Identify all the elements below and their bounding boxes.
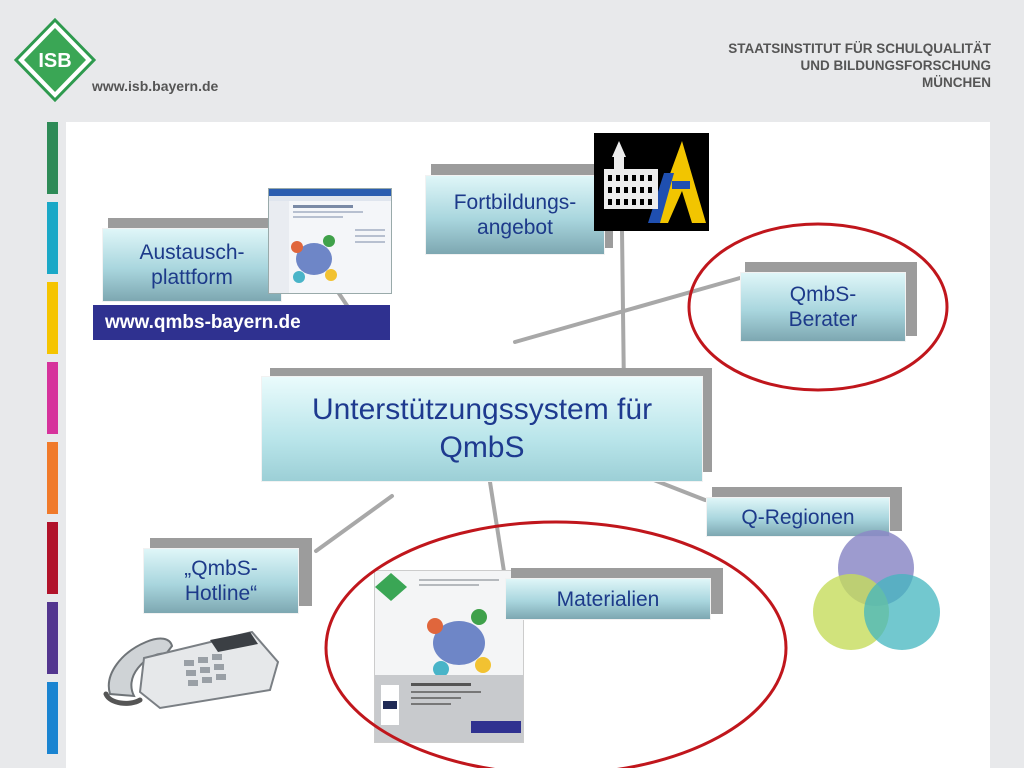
institute-line: STAATSINSTITUT FÜR SCHULQUALITÄT: [728, 41, 991, 56]
stripe-segment: [47, 282, 58, 354]
fortbildung-box: Fortbildungs-angebot: [425, 175, 605, 255]
berater-line: QmbS-: [789, 283, 857, 306]
institute-name: STAATSINSTITUT FÜR SCHULQUALITÄT UND BIL…: [571, 40, 991, 91]
berater-box: QmbS-Berater: [740, 272, 906, 342]
center-line: Unterstützungssystem für: [311, 393, 653, 426]
handbook-cover: [374, 570, 524, 743]
austausch-line: plattform: [151, 266, 233, 289]
stripe-segment: [47, 442, 58, 514]
stripe-segment: [47, 522, 58, 594]
venn-diagram: [813, 530, 940, 650]
stripe-segment: [47, 202, 58, 274]
materialien-box: Materialien: [505, 578, 711, 620]
stripe-segment: [47, 682, 58, 754]
materialien-label: Materialien: [556, 587, 660, 611]
austausch-box: Austausch-plattform: [102, 228, 282, 302]
website-screenshot: [268, 188, 392, 294]
isb-logo: ISB: [14, 18, 96, 102]
platform-url[interactable]: www.qmbs-bayern.de: [93, 305, 390, 340]
fortbildung-line: angebot: [477, 216, 553, 239]
institute-line: MÜNCHEN: [922, 75, 991, 90]
stripe-segment: [47, 602, 58, 674]
stripe-segment: [47, 122, 58, 194]
hotline-box: „QmbS-Hotline“: [143, 548, 299, 614]
regionen-label: Q-Regionen: [741, 505, 855, 529]
hotline-line: Hotline“: [184, 582, 258, 605]
telephone-icon: [103, 630, 280, 710]
austausch-line: Austausch-: [139, 241, 245, 264]
center-line: QmbS: [439, 431, 525, 464]
fortbildung-line: Fortbildungs-: [453, 191, 577, 214]
isb-logo-text: ISB: [38, 50, 71, 72]
stripe-segment: [47, 362, 58, 434]
site-url[interactable]: www.isb.bayern.de: [92, 78, 219, 94]
berater-line: Berater: [788, 308, 858, 331]
institute-line: UND BILDUNGSFORSCHUNG: [800, 58, 992, 73]
academy-emblem: [594, 133, 709, 231]
hotline-line: „QmbS-: [184, 557, 258, 580]
